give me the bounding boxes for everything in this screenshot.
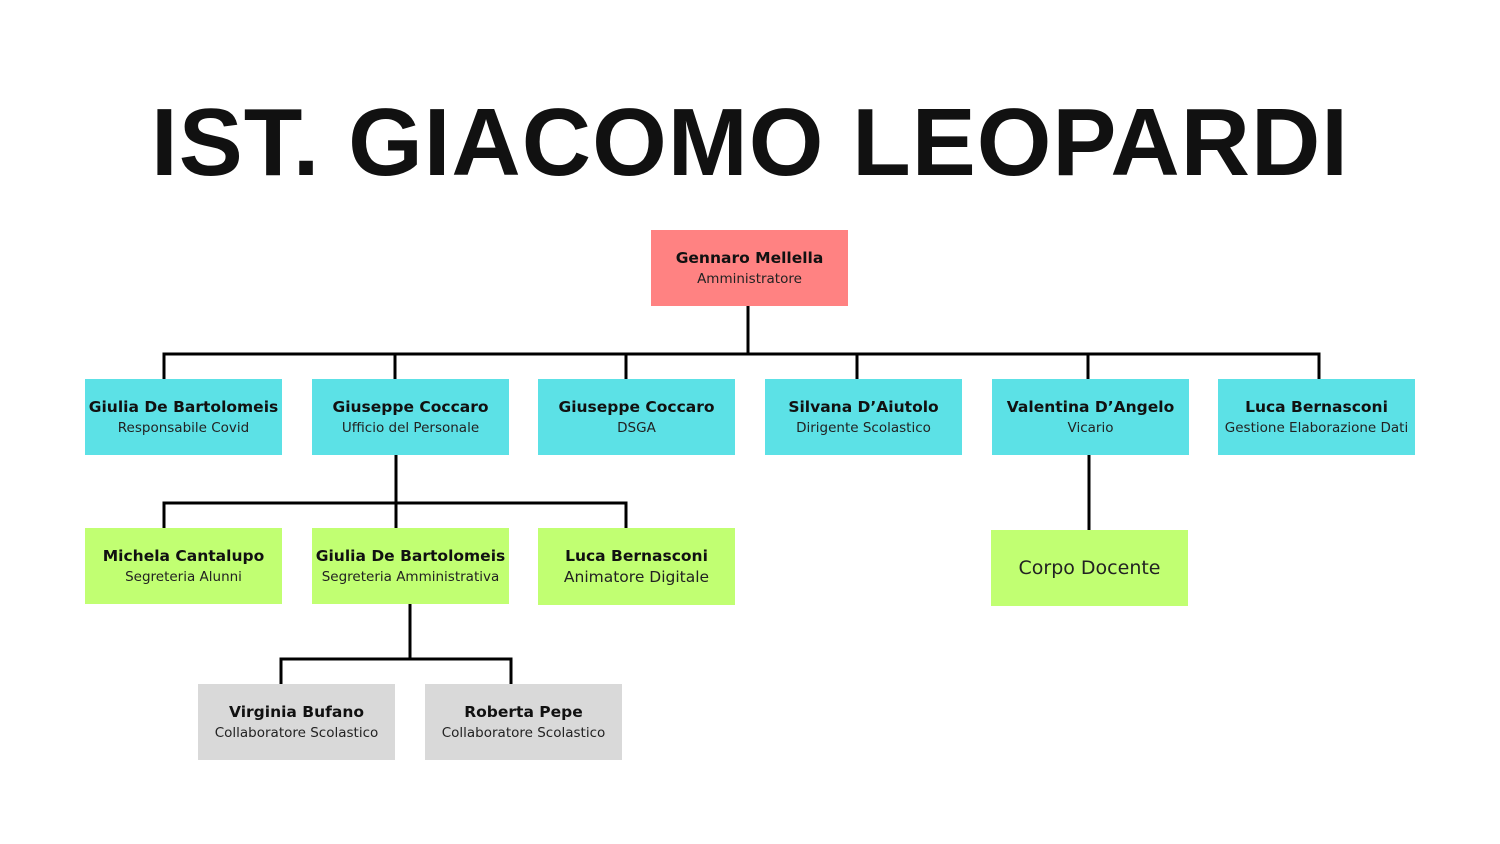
node-name: Silvana D’Aiutolo (788, 397, 939, 416)
node-name: Valentina D’Angelo (1006, 397, 1175, 416)
node-role: Vicario (1067, 419, 1114, 436)
page-title: IST. GIACOMO LEOPARDI (151, 89, 1349, 196)
node-role: Amministratore (697, 270, 802, 287)
node-name: Virginia Bufano (228, 702, 365, 721)
node-responsabile-covid: Giulia De Bartolomeis Responsabile Covid (85, 379, 282, 455)
node-corpo-docente: Corpo Docente (991, 530, 1188, 606)
node-ufficio-personale: Giuseppe Coccaro Ufficio del Personale (312, 379, 509, 455)
node-role: Gestione Elaborazione Dati (1224, 419, 1409, 436)
node-collaboratore-2: Roberta Pepe Collaboratore Scolastico (425, 684, 622, 760)
node-name: Luca Bernasconi (1245, 397, 1388, 416)
node-name: Giuseppe Coccaro (332, 397, 489, 416)
node-role: Animatore Digitale (563, 568, 710, 586)
node-role: Segreteria Alunni (125, 568, 242, 585)
node-name: Giulia De Bartolomeis (88, 397, 279, 416)
node-role: Collaboratore Scolastico (214, 724, 379, 741)
node-name: Michela Cantalupo (102, 546, 265, 565)
node-gestione-dati: Luca Bernasconi Gestione Elaborazione Da… (1218, 379, 1415, 455)
node-vicario: Valentina D’Angelo Vicario (992, 379, 1189, 455)
node-role: Collaboratore Scolastico (441, 724, 606, 741)
node-role: Segreteria Amministrativa (321, 568, 500, 585)
node-dsga: Giuseppe Coccaro DSGA (538, 379, 735, 455)
node-collaboratore-1: Virginia Bufano Collaboratore Scolastico (198, 684, 395, 760)
connector-amministrativa (279, 603, 513, 684)
node-role: DSGA (617, 419, 656, 436)
connector-root (162, 305, 1321, 379)
node-role: Ufficio del Personale (341, 419, 480, 436)
node-name: Luca Bernasconi (565, 547, 708, 565)
node-name: Corpo Docente (1018, 557, 1161, 579)
node-name: Roberta Pepe (464, 702, 583, 721)
node-animatore-digitale: Luca Bernasconi Animatore Digitale (538, 528, 735, 605)
node-segreteria-amministrativa: Giulia De Bartolomeis Segreteria Amminis… (312, 528, 509, 604)
node-segreteria-alunni: Michela Cantalupo Segreteria Alunni (85, 528, 282, 604)
node-role: Dirigente Scolastico (796, 419, 931, 436)
node-name: Giuseppe Coccaro (558, 397, 715, 416)
node-dirigente: Silvana D’Aiutolo Dirigente Scolastico (765, 379, 962, 455)
connector-personale (162, 454, 628, 528)
node-role: Responsabile Covid (117, 419, 250, 436)
node-name: Giulia De Bartolomeis (315, 546, 506, 565)
node-root: Gennaro Mellella Amministratore (651, 230, 848, 306)
node-name: Gennaro Mellella (675, 248, 824, 267)
